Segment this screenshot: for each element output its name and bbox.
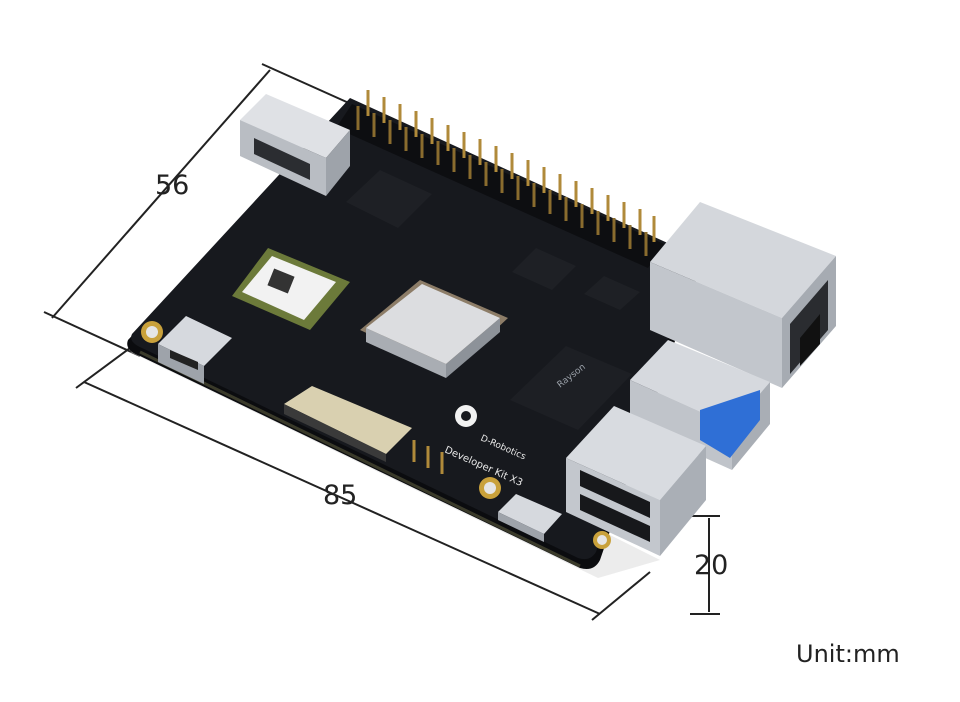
usb-c-port — [158, 316, 232, 384]
micro-usb-port — [498, 494, 562, 542]
debug-header — [412, 440, 444, 474]
unit-label: Unit:mm — [796, 640, 900, 668]
wifi-module — [232, 248, 350, 330]
soc-chip — [360, 280, 508, 378]
dimension-line-width — [43, 63, 361, 357]
ethernet-port — [650, 202, 836, 388]
usb3-port — [630, 340, 770, 470]
mounting-holes — [141, 321, 611, 549]
usb2-ports — [566, 406, 706, 556]
d-robotics-logo — [455, 405, 477, 427]
dimension-length-label: 85 — [323, 480, 358, 511]
dimension-line-length — [75, 347, 651, 621]
dimension-line-height — [690, 515, 720, 615]
small-chips — [346, 170, 640, 310]
gpio-header — [336, 90, 664, 268]
hdmi-port — [240, 94, 350, 196]
dimension-height-label: 20 — [694, 550, 729, 581]
dimension-width-label: 56 — [155, 170, 190, 201]
mipi-connector — [284, 386, 412, 462]
memory-chip: Rayson — [510, 346, 632, 430]
